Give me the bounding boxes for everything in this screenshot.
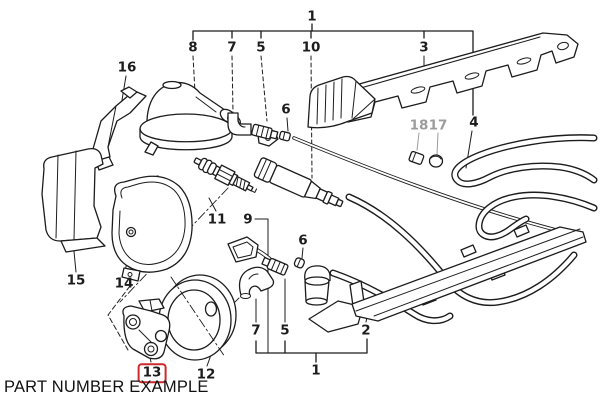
part-label-11: 11 — [207, 211, 227, 228]
part-label-8: 8 — [188, 39, 198, 56]
part-label-9: 9 — [243, 211, 253, 228]
valve-cover-drawing — [330, 32, 579, 125]
part-label-7-top: 7 — [227, 39, 237, 56]
grommet-18-drawing — [408, 150, 425, 165]
lower-sleeve-6-drawing — [293, 257, 306, 269]
group-1-bracket-bottom — [255, 338, 368, 363]
spark-plug-11-drawing — [193, 157, 258, 193]
part-label-5-top: 5 — [256, 39, 266, 56]
pulley-12-drawing — [158, 274, 237, 361]
part-label-6-lower: 6 — [298, 232, 308, 249]
part-label-15: 15 — [66, 272, 86, 289]
coil-boot-10-drawing — [253, 157, 344, 208]
spark-plug-boot-7-drawing — [238, 266, 275, 299]
part-label-16: 16 — [117, 59, 137, 76]
part-label-4: 4 — [469, 114, 479, 131]
part-label-5-lower: 5 — [280, 322, 290, 339]
cable-tray-drawing — [308, 224, 587, 333]
part-label-6-top: 6 — [281, 101, 291, 118]
part-label-10: 10 — [301, 39, 321, 56]
lower-connector-5-drawing — [261, 256, 289, 276]
connector-5-drawing — [251, 123, 279, 140]
part-label-13: 13 — [137, 363, 167, 383]
part-label-7-lower: 7 — [251, 322, 261, 339]
distributor-cap-drawing — [139, 80, 279, 156]
part-label-1-bottom: 1 — [311, 362, 321, 379]
part-label-18: 18 — [409, 117, 429, 134]
plug-connector-7-drawing — [227, 112, 252, 136]
cover-shroud-drawing — [307, 75, 376, 129]
heat-shield-15-drawing — [41, 147, 106, 253]
wire-boot-drawing — [304, 265, 331, 306]
part-label-3: 3 — [419, 39, 429, 56]
sensor-bracket-13-drawing — [122, 298, 171, 360]
grommet-17-drawing — [428, 154, 444, 168]
part-label-17: 17 — [428, 117, 448, 134]
part-label-2: 2 — [361, 322, 371, 339]
part-label-12: 12 — [196, 366, 216, 383]
cover-plate-14-drawing — [111, 175, 193, 282]
sleeve-6-drawing — [278, 130, 291, 142]
part-label-14: 14 — [114, 275, 134, 292]
thin-rod-wire-drawing — [292, 136, 558, 232]
caption: PART NUMBER EXAMPLE — [4, 378, 209, 396]
part-label-1-top: 1 — [307, 8, 317, 25]
